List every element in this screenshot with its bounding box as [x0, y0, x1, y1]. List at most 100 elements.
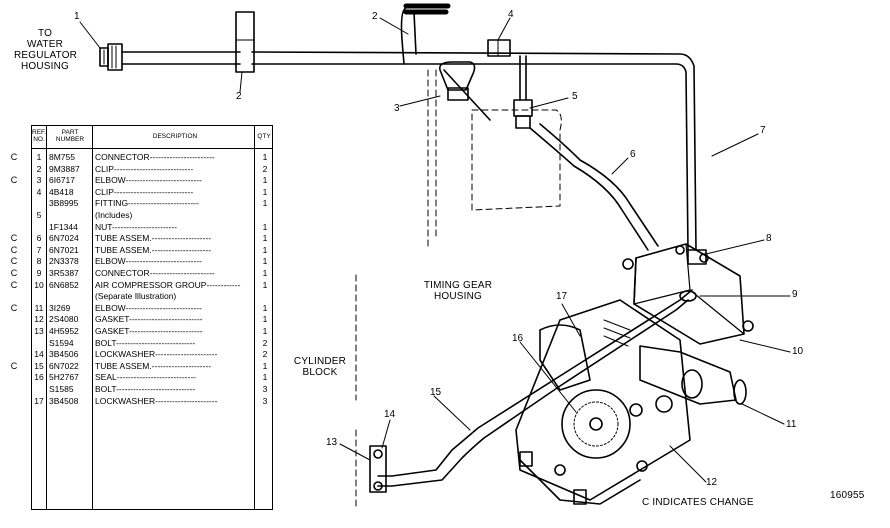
cell-part: 6I6717 — [49, 175, 75, 186]
cell-c: C — [10, 360, 18, 371]
cell-part: 8M755 — [49, 152, 75, 162]
cell-ref: 11 — [34, 302, 44, 313]
cell-ref: 1 — [36, 152, 42, 162]
cell-desc: GASKET-------------------------- — [95, 314, 203, 325]
callout-16: 16 — [512, 333, 524, 344]
cell-desc: (Separate Illustration) — [95, 291, 177, 302]
callout-5: 5 — [572, 91, 578, 102]
callout-6: 6 — [630, 149, 636, 160]
cell-desc: ELBOW--------------------------- — [95, 256, 202, 267]
cell-qty: 3 — [262, 395, 268, 406]
leader-lines — [79, 17, 791, 483]
table-row: 5(Includes) — [32, 210, 272, 222]
cell-part: 3B4508 — [49, 395, 79, 406]
tube-assembly-15 — [377, 289, 697, 487]
cell-ref: 6 — [36, 233, 42, 244]
cell-desc: ELBOW--------------------------- — [95, 175, 202, 186]
cell-part: 4H5952 — [49, 326, 79, 336]
clip-part-upper — [400, 3, 511, 65]
cell-part: 5H2767 — [49, 372, 79, 383]
cell-desc: TUBE ASSEM.--------------------- — [95, 244, 212, 255]
cell-ref: 12 — [34, 314, 44, 325]
callout-14: 14 — [384, 409, 396, 420]
tube-assembly-7 — [121, 51, 697, 251]
cell-part: 2S4080 — [49, 314, 79, 325]
callout-10: 10 — [792, 346, 804, 357]
cell-qty: 1 — [262, 360, 268, 371]
cylinder-block-label: CYLINDER BLOCK — [293, 356, 347, 378]
cell-qty: 1 — [262, 314, 268, 325]
cell-desc: TUBE ASSEM.--------------------- — [95, 233, 212, 244]
tube-assembly-6 — [529, 123, 659, 251]
table-row: S1594 BOLT---------------------------- 2 — [32, 338, 272, 350]
callout-2: 2 — [236, 91, 242, 102]
cell-qty: 1 — [262, 326, 268, 336]
header-part: PART NUMBER — [55, 129, 85, 143]
cell-part: 6N7024 — [49, 233, 79, 244]
cell-desc: ELBOW--------------------------- — [95, 302, 202, 313]
cell-c: C — [10, 268, 18, 278]
callout-4: 4 — [508, 9, 514, 20]
cell-qty: 1 — [262, 152, 268, 162]
cell-part: 1F1344 — [49, 221, 78, 232]
cell-part: S1585 — [49, 384, 74, 394]
cell-ref: 2 — [36, 163, 42, 174]
cell-ref: 7 — [36, 244, 42, 255]
cell-ref: 9 — [36, 268, 42, 278]
cell-qty: 1 — [262, 221, 268, 232]
table-row: 12 2S4080 GASKET--------------------------… — [32, 314, 272, 326]
cell-ref: 15 — [34, 360, 44, 371]
cell-part: 6N7021 — [49, 244, 79, 255]
cell-part: 2N3378 — [49, 256, 79, 267]
fitting-part — [513, 55, 533, 129]
cell-part: 6N7022 — [49, 360, 79, 371]
table-row: (Separate Illustration) — [32, 291, 272, 303]
cell-qty: 1 — [262, 268, 268, 278]
callout-9: 9 — [792, 289, 798, 300]
air-compressor-body — [515, 299, 747, 505]
cell-qty: 1 — [262, 244, 268, 255]
cell-ref: 3 — [36, 175, 42, 186]
cell-ref: 4 — [36, 186, 42, 197]
cell-qty: 2 — [262, 337, 268, 348]
cell-qty: 1 — [262, 372, 268, 383]
cell-part: 6N6852 — [49, 279, 79, 290]
cell-qty: 2 — [262, 349, 268, 360]
cell-qty: 1 — [262, 186, 268, 197]
timing-gear-housing-outline — [355, 69, 562, 511]
cell-part: 3B4506 — [49, 349, 79, 360]
callout-2b: 2 — [372, 11, 378, 22]
header-desc: DESCRIPTION — [152, 133, 198, 140]
elbow-part — [438, 61, 491, 121]
cell-c: C — [10, 233, 18, 244]
cell-desc: BOLT---------------------------- — [95, 337, 196, 348]
cell-c: C — [10, 152, 18, 162]
cell-ref: 10 — [34, 279, 44, 290]
cell-qty: 2 — [262, 163, 268, 174]
cell-part: S1594 — [49, 337, 74, 348]
cell-part: 3B8995 — [49, 198, 79, 209]
cell-ref: 14 — [34, 349, 44, 360]
cell-qty: 3 — [262, 384, 268, 394]
cell-desc: CLIP---------------------------- — [95, 163, 194, 174]
callout-1: 1 — [74, 11, 80, 22]
elbow-part-8 — [687, 249, 707, 265]
cell-part: 3I269 — [49, 302, 71, 313]
cell-desc: AIR COMPRESSOR GROUP------------ — [95, 279, 241, 290]
cell-part: 3R5387 — [49, 268, 79, 278]
cell-desc: LOCKWASHER---------------------- — [95, 395, 218, 406]
clip-part-large — [235, 11, 255, 73]
